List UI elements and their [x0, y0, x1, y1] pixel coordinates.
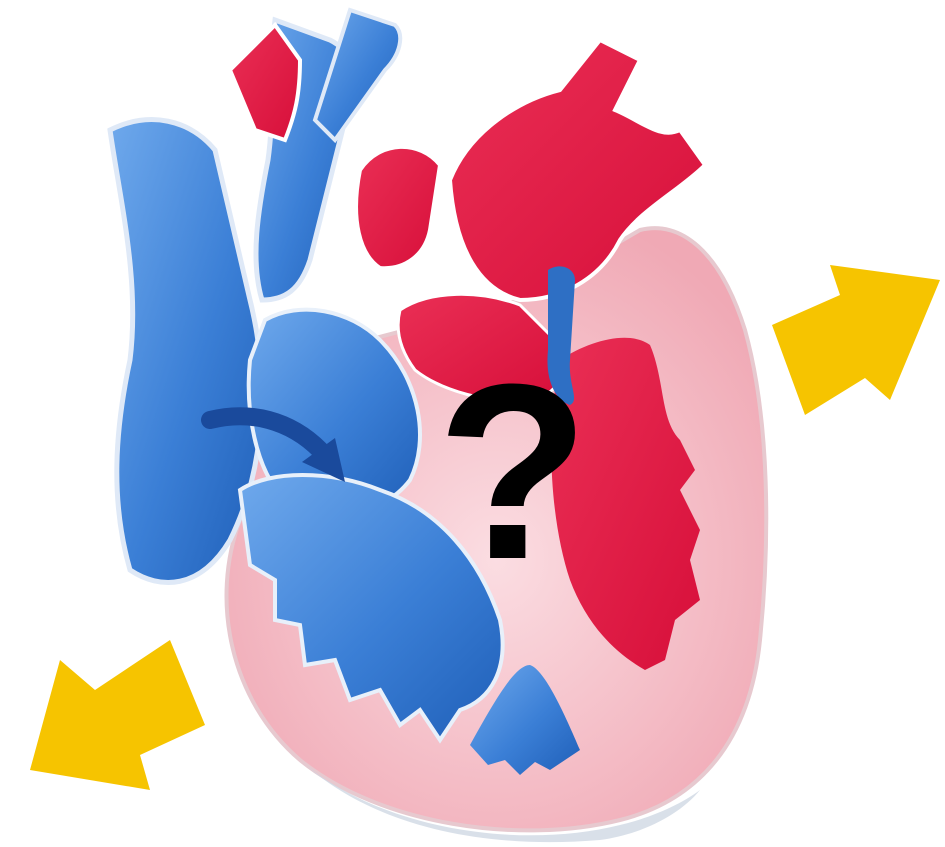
pulmonary-branch — [315, 10, 400, 140]
pulmonary-vein-upper — [356, 147, 440, 268]
aorta — [230, 25, 300, 140]
arrow-down-left-icon — [30, 640, 205, 790]
question-mark: ? — [428, 352, 598, 592]
vena-cava — [110, 120, 262, 583]
arrow-up-right-icon — [772, 265, 940, 415]
